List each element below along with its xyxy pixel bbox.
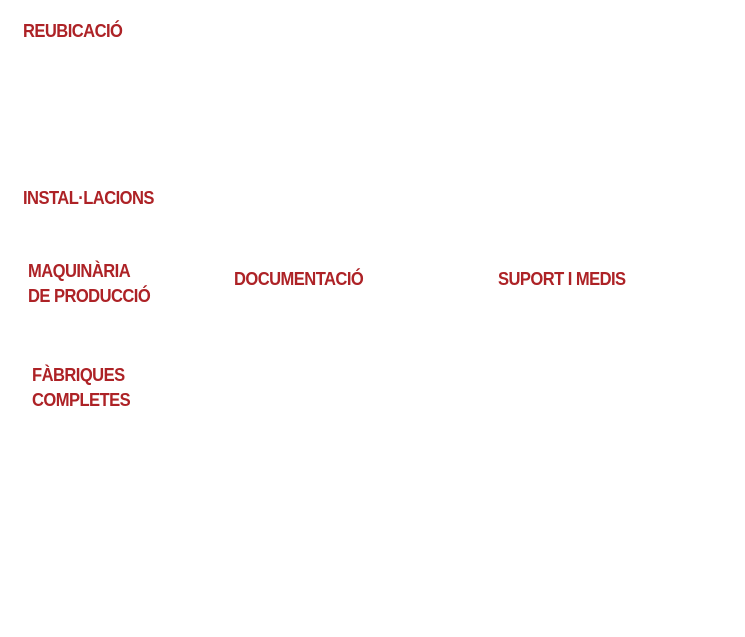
label-documentacio: DOCUMENTACIÓ bbox=[234, 269, 364, 289]
label-installacions: INSTAL·LACIONS bbox=[23, 188, 154, 208]
label-maquinaria-line-2: DE PRODUCCIÓ bbox=[28, 286, 151, 306]
label-fabriques-completes: FÀBRIQUES COMPLETES bbox=[32, 363, 131, 413]
label-maquinaria-de-produccio: MAQUINÀRIA DE PRODUCCIÓ bbox=[28, 259, 151, 309]
label-fabriques-line-2: COMPLETES bbox=[32, 390, 131, 410]
label-maquinaria-line-1: MAQUINÀRIA bbox=[28, 261, 131, 281]
label-suport-i-medis: SUPORT I MEDIS bbox=[498, 269, 626, 289]
label-reubicacio: REUBICACIÓ bbox=[23, 21, 123, 41]
label-fabriques-line-1: FÀBRIQUES bbox=[32, 365, 125, 385]
